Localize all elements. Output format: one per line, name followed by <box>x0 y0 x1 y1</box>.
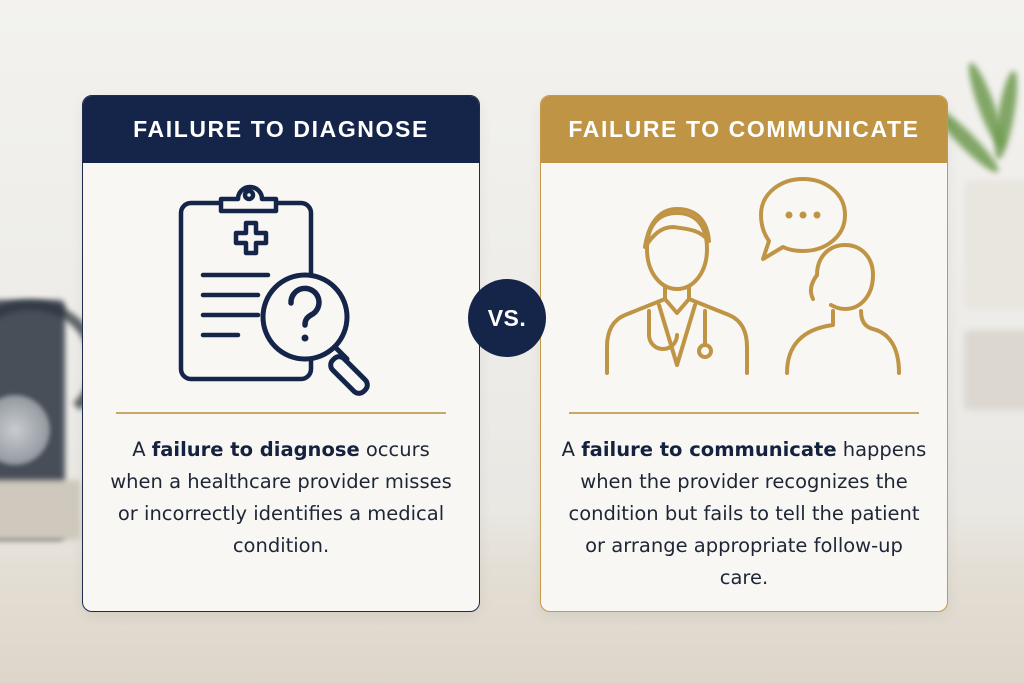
plant-pot <box>964 180 1024 310</box>
desc-prefix: A <box>132 438 152 461</box>
vs-badge: VS. <box>468 279 546 357</box>
doctor-patient-speech-icon <box>541 171 947 401</box>
card-divider <box>569 412 919 414</box>
desc-emphasis: failure to diagnose <box>151 438 360 461</box>
background-tray <box>964 330 1024 410</box>
failure-to-diagnose-card: FAILURE TO DIAGNOSE <box>82 95 480 612</box>
card-description: A failure to communicate happens when th… <box>561 434 927 594</box>
card-title: FAILURE TO COMMUNICATE <box>541 96 947 163</box>
desc-prefix: A <box>561 438 582 461</box>
desc-emphasis: failure to communicate <box>581 438 837 461</box>
card-divider <box>116 412 446 414</box>
desc-body: happens when the provider recognizes the… <box>568 438 927 589</box>
desc-body: occurs when a healthcare provider misses… <box>110 438 452 557</box>
background-book-pages <box>0 480 80 540</box>
failure-to-communicate-card: FAILURE TO COMMUNICATE <box>540 95 948 612</box>
card-description: A failure to diagnose occurs when a heal… <box>103 434 459 562</box>
clipboard-magnifier-icon <box>83 171 479 401</box>
card-title: FAILURE TO DIAGNOSE <box>83 96 479 163</box>
